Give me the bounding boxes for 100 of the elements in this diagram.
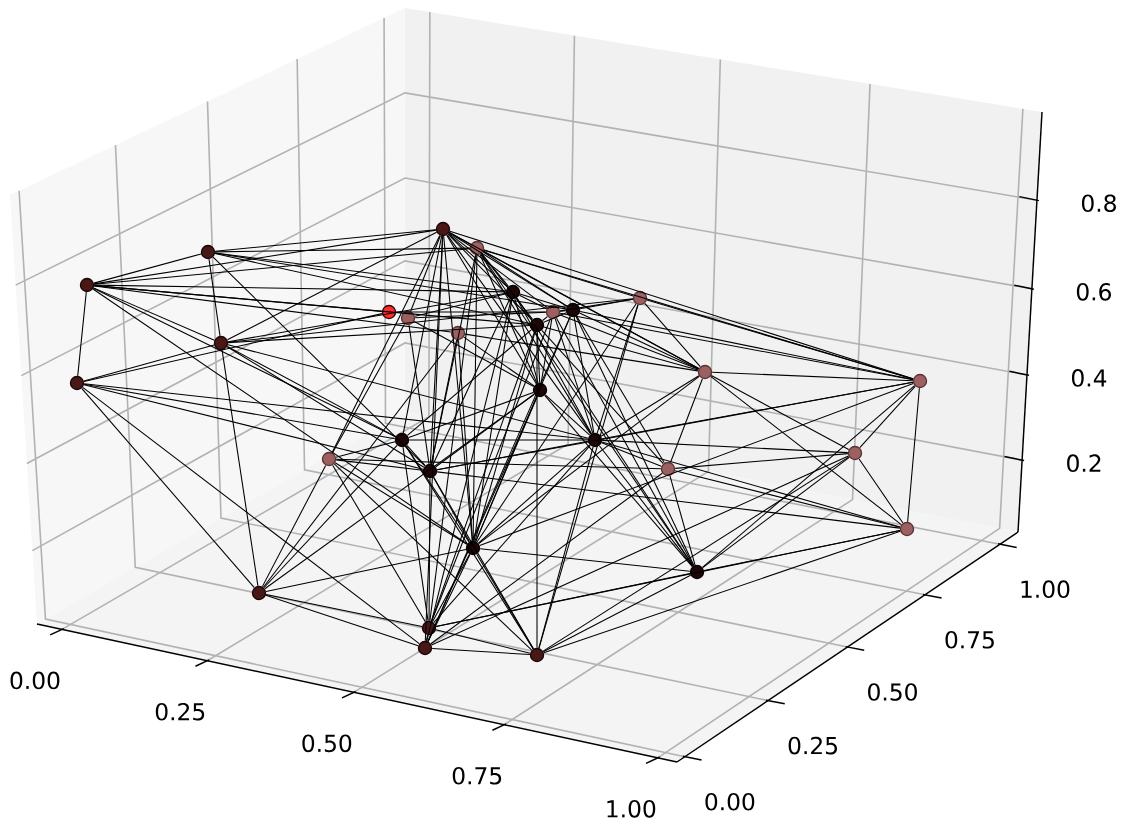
- edge-line: [226, 345, 397, 438]
- tick-label: 0.75: [945, 630, 994, 649]
- edge-line: [674, 453, 849, 469]
- edge-line: [227, 298, 634, 343]
- tick-label: 1.00: [607, 800, 656, 818]
- edge-line: [474, 331, 536, 542]
- edge-line: [446, 234, 592, 435]
- edge-line: [483, 249, 914, 380]
- edge-line: [402, 446, 429, 622]
- edge-line: [670, 378, 703, 463]
- edge-line: [82, 386, 420, 645]
- edge-line: [408, 391, 534, 439]
- tick-label: 0.25: [155, 702, 205, 721]
- edge-line: [907, 387, 920, 523]
- edge-line: [559, 310, 567, 312]
- tick-label: 1.00: [1021, 580, 1070, 598]
- edge-line: [482, 251, 568, 307]
- edge-line: [436, 440, 589, 471]
- edge-line: [554, 318, 594, 434]
- edge-line: [214, 229, 437, 252]
- edge-line: [482, 250, 700, 370]
- edge-line: [430, 472, 663, 645]
- tick-label: 0.25: [788, 736, 837, 755]
- edge-line: [413, 320, 535, 388]
- edge-line: [858, 458, 904, 524]
- edge-line: [261, 464, 327, 588]
- tick-label: 0.50: [868, 683, 917, 701]
- edge-line: [710, 375, 902, 526]
- edge-line: [93, 253, 202, 284]
- edge-line: [540, 318, 553, 384]
- edge-line: [430, 331, 536, 622]
- edge-line: [702, 456, 850, 569]
- edge-line: [559, 314, 699, 370]
- edge-line: [559, 298, 634, 312]
- edge-line: [227, 344, 589, 439]
- edge-line: [479, 383, 914, 547]
- edge-line: [519, 293, 567, 309]
- edge-line: [333, 463, 533, 651]
- edge-line: [93, 285, 452, 333]
- edge-line: [479, 254, 538, 384]
- edge-line: [536, 331, 538, 649]
- edge-line: [542, 574, 692, 653]
- edge-line: [538, 446, 594, 649]
- edge-line: [476, 303, 637, 543]
- edge-line: [227, 324, 531, 344]
- edge-line: [473, 298, 513, 542]
- edge-line: [264, 393, 535, 590]
- edge-line: [208, 258, 221, 337]
- edge-line: [596, 304, 639, 434]
- edge-line: [516, 297, 694, 567]
- edge-line: [475, 396, 538, 542]
- edge-line: [395, 311, 547, 313]
- edge-line: [427, 553, 471, 643]
- edge-line: [430, 339, 458, 465]
- edge-line: [262, 338, 455, 588]
- edge-line: [227, 292, 507, 343]
- edge-line: [212, 256, 426, 467]
- edge-line: [432, 476, 471, 543]
- edge-line: [477, 444, 591, 544]
- edge-line: [83, 344, 215, 382]
- edge-line: [408, 324, 430, 465]
- edge-line: [544, 394, 693, 568]
- edge-line: [427, 316, 571, 642]
- edge-line: [543, 326, 699, 371]
- tick-label: 0.00: [705, 792, 755, 811]
- edge-line: [542, 316, 548, 321]
- edge-line: [83, 383, 589, 440]
- edge-line: [433, 444, 591, 624]
- edge-line: [480, 253, 534, 320]
- edge-line: [598, 445, 694, 567]
- edge-line: [674, 470, 901, 528]
- edge-line: [518, 294, 548, 310]
- edge-line: [214, 247, 471, 253]
- edge-line: [431, 455, 849, 646]
- edge-line: [334, 462, 468, 545]
- edge-line: [263, 444, 398, 589]
- edge-line: [478, 375, 700, 545]
- edge-line: [408, 439, 589, 441]
- edge-line: [332, 464, 426, 623]
- edge-line: [81, 387, 255, 589]
- edge-line: [446, 234, 537, 385]
- edge-line: [93, 285, 531, 325]
- edge-line: [711, 371, 914, 382]
- edge-line: [542, 456, 850, 652]
- edge-line: [464, 333, 699, 372]
- edge-line: [669, 475, 696, 566]
- edge-line: [92, 288, 468, 545]
- tick-label: 0.00: [10, 671, 60, 690]
- edge-line: [457, 339, 474, 542]
- edge-line: [646, 299, 914, 380]
- edge-line: [83, 384, 424, 470]
- edge-line: [93, 248, 471, 285]
- edge-line: [579, 312, 700, 370]
- edge-line: [601, 442, 662, 467]
- edge-line: [481, 253, 509, 287]
- tick-label: 0.75: [452, 766, 502, 785]
- edge-line: [448, 232, 548, 309]
- edge-line: [514, 298, 539, 384]
- edge-line: [406, 444, 426, 467]
- edge-line: [424, 235, 444, 642]
